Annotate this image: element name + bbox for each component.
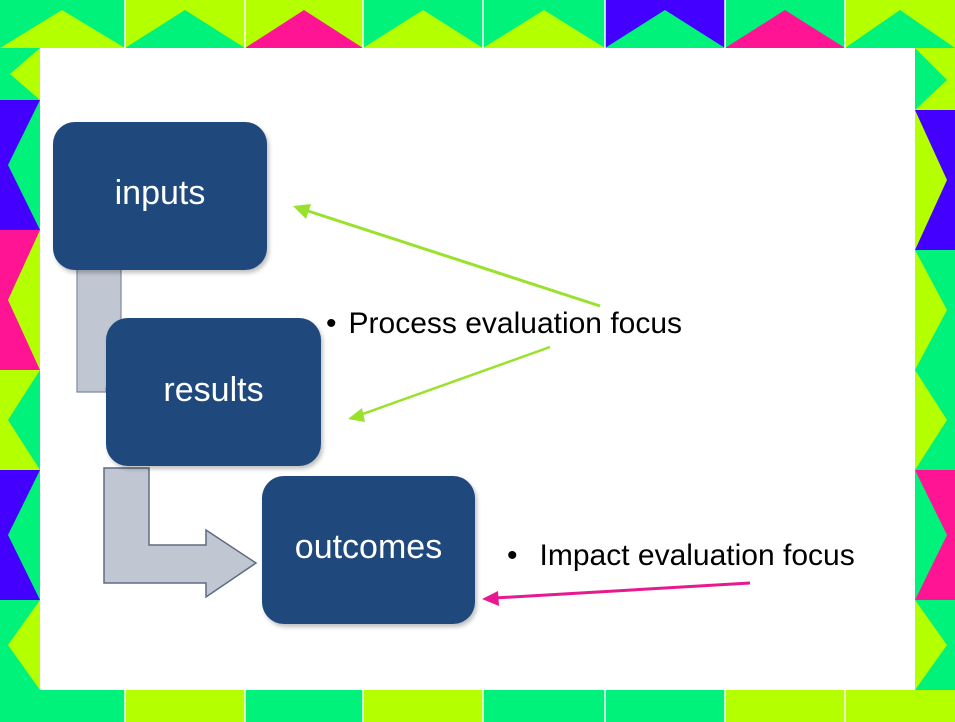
node-outcomes: outcomes: [262, 476, 475, 624]
node-inputs-label: inputs: [114, 173, 206, 212]
bullet-icon: •: [326, 307, 337, 340]
left-border-tiles: [0, 48, 40, 690]
impact-evaluation-text: Impact evaluation focus: [539, 539, 855, 572]
node-results-label: results: [163, 370, 264, 409]
bullet-icon: •: [507, 539, 518, 572]
impact-evaluation-annotation: • Impact evaluation focus: [507, 539, 855, 573]
bottom-border-tiles: [0, 690, 955, 722]
process-arrows: [293, 204, 601, 422]
node-inputs: inputs: [53, 122, 267, 270]
arrow-results-outcomes: [103, 467, 258, 599]
process-evaluation-text: Process evaluation focus: [348, 307, 683, 340]
impact-arrow: [482, 581, 751, 606]
node-results: results: [106, 318, 321, 466]
node-outcomes-label: outcomes: [294, 527, 443, 566]
process-evaluation-annotation: • Process evaluation focus: [326, 307, 682, 341]
top-border-tiles: [0, 0, 955, 48]
right-border-tiles: [915, 48, 955, 690]
